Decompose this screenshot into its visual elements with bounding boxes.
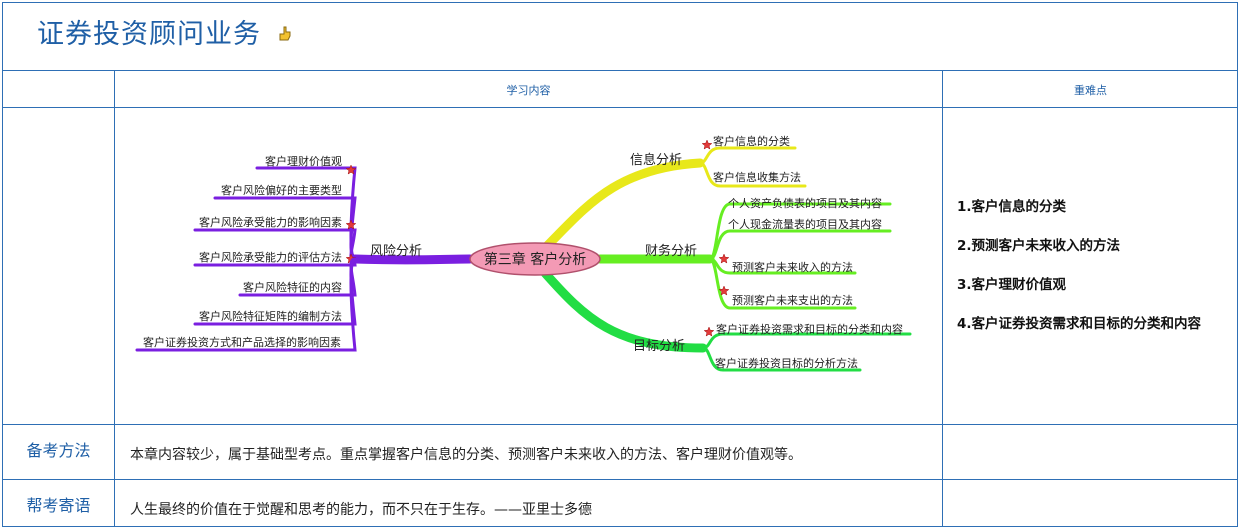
topic-label: 客户风险承受能力的评估方法 [199,250,342,264]
column-header-content: 学习内容 [506,84,551,97]
topic-label: 客户信息收集方法 [713,170,801,184]
branch-trunk-core [543,161,701,250]
topic-label: 客户风险特征的内容 [243,280,342,294]
key-point: 1.客户信息的分类 [957,199,1067,215]
topic-connector [135,257,357,352]
divider [114,70,115,527]
divider [942,70,943,527]
topic-label: 个人资产负债表的项目及其内容 [728,196,882,210]
star-icon [345,219,357,230]
pointing-hand-icon [279,26,291,41]
topic-connector [701,346,862,372]
divider [2,479,1238,480]
branch-trunk [540,158,705,253]
branch-trunk-core [543,271,704,350]
star-icon [718,285,730,296]
key-point: 3.客户理财价值观 [957,277,1067,293]
branch-trunk-core [354,257,471,262]
exam-method-text: 本章内容较少，属于基础型考点。重点掌握客户信息的分类、预测客户未来收入的方法、客… [130,447,802,463]
topic-label: 预测客户未来收入的方法 [732,260,853,274]
branch-label: 风险分析 [370,244,422,259]
topic-label: 客户信息的分类 [713,134,790,148]
star-icon [718,253,730,264]
topic-label: 客户风险偏好的主要类型 [221,183,342,197]
center-node [469,242,601,276]
topic-label: 客户理财价值观 [265,154,342,168]
key-point: 2.预测客户未来收入的方法 [957,238,1121,254]
topic-connector [698,146,797,165]
key-point: 4.客户证券投资需求和目标的分类和内容 [957,316,1202,332]
column-header-key-points: 重难点 [1074,84,1107,97]
topic-connector [698,161,807,188]
page-title: 证券投资顾问业务 [37,19,261,50]
center-node-label: 第三章 客户分析 [484,251,586,268]
message-text: 人生最终的价值在于觉醒和思考的能力，而不只在于生存。——亚里士多德 [130,502,592,518]
topic-connector [255,166,357,261]
topic-label: 客户证券投资方式和产品选择的影响因素 [143,335,341,349]
topic-label: 个人现金流量表的项目及其内容 [728,217,882,231]
topic-label: 客户证券投资目标的分析方法 [715,356,858,370]
divider [2,107,1238,108]
topic-connector [708,257,857,310]
topic-label: 预测客户未来支出的方法 [732,293,853,307]
topic-connector [708,229,892,261]
branch-label: 财务分析 [645,243,697,259]
message-label: 帮考寄语 [26,496,91,515]
topic-connector [701,332,912,350]
branch-label: 目标分析 [633,339,685,354]
star-icon [345,164,357,175]
topic-label: 客户证券投资需求和目标的分类和内容 [716,322,903,336]
topic-label: 客户风险承受能力的影响因素 [199,215,342,229]
star-icon [703,326,715,337]
star-icon [701,139,713,150]
mind-map: 客户理财价值观客户风险偏好的主要类型客户风险承受能力的影响因素客户风险承受能力的… [135,134,912,372]
divider [2,424,1238,425]
exam-method-label: 备考方法 [26,441,91,460]
topic-label: 客户风险特征矩阵的编制方法 [199,309,342,323]
key-points-list: 1.客户信息的分类 2.预测客户未来收入的方法 3.客户理财价值观 4.客户证券… [957,196,1201,352]
divider [2,70,1238,71]
branch-label: 信息分析 [630,152,682,168]
